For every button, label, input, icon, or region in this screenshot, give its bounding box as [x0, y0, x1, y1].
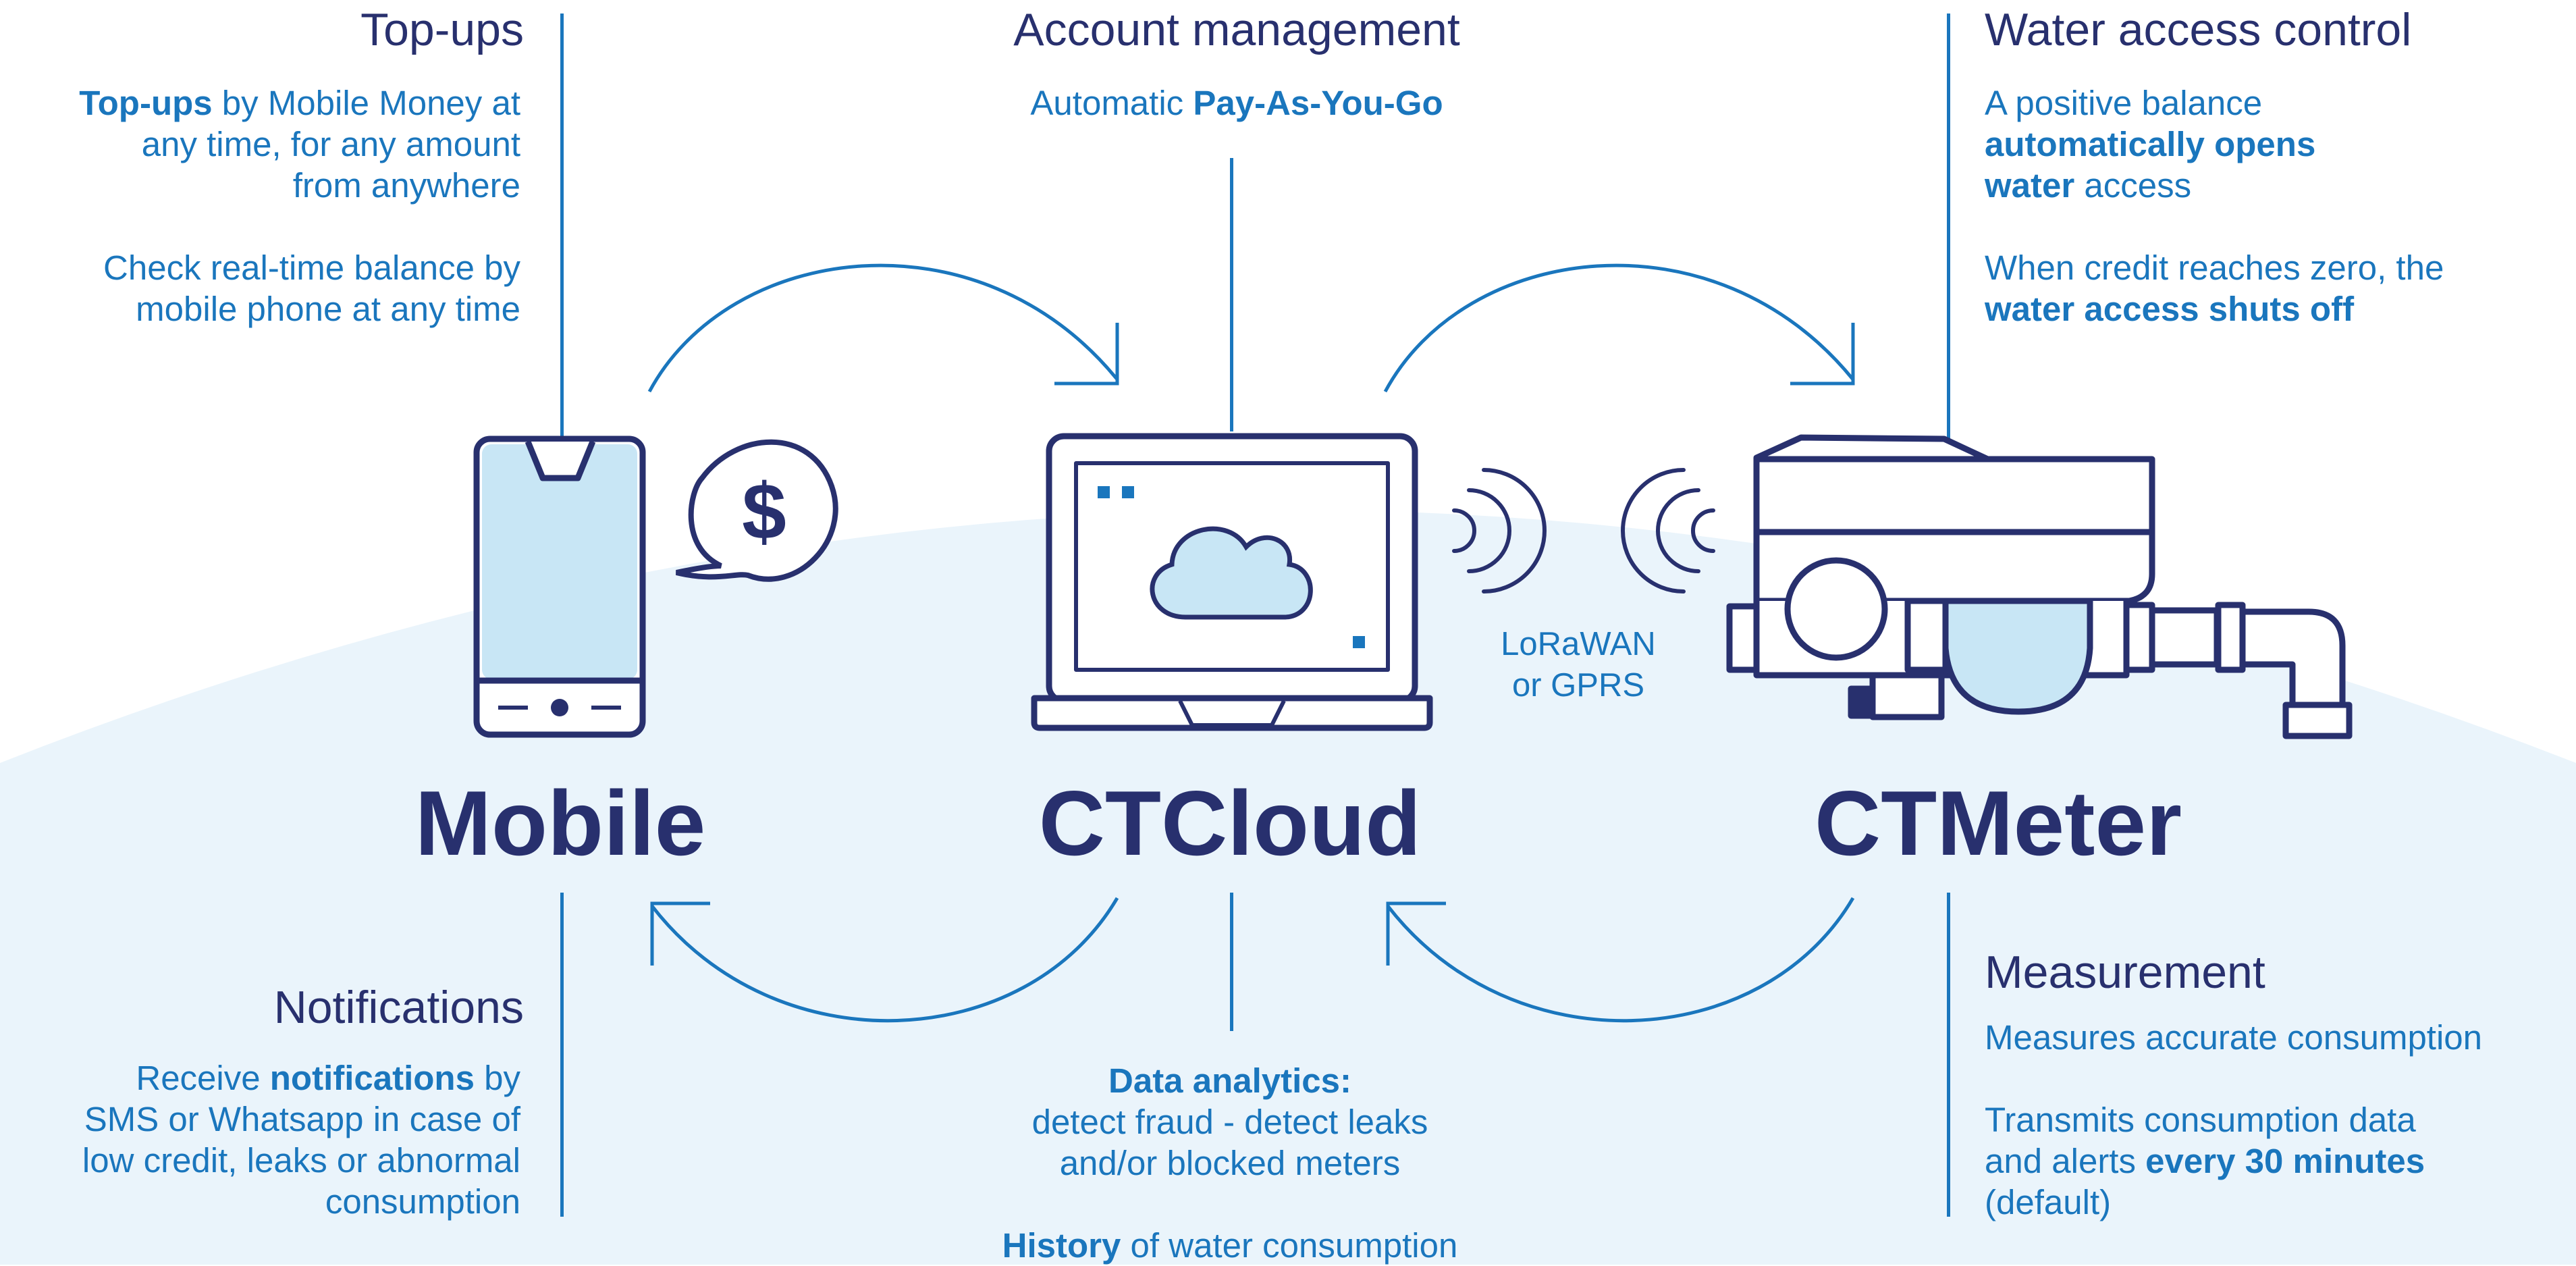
connector-line-measurement [1947, 893, 1950, 1217]
measurement-text-1: Measures accurate consumption [1985, 1018, 2483, 1057]
balance-text: Check real-time balance by mobile phone … [0, 247, 520, 329]
water-access-text-2: When credit reaches zero, the water acce… [1985, 247, 2565, 329]
payment-bubble-icon [676, 439, 838, 582]
cloud-icon [1150, 526, 1313, 620]
notifications-text: Receive notifications by SMS or Whatsapp… [0, 1057, 520, 1222]
measurement-p2-line-2: and alerts every 30 minutes [1985, 1142, 2425, 1180]
signal-waves-cloud-icon [1452, 468, 1547, 594]
measurement-p2-line-1: Transmits consumption data [1985, 1101, 2416, 1139]
connector-line-analytics [1230, 893, 1233, 1031]
arrow-cloud-to-mobile [650, 897, 1119, 1023]
measurement-text-2: Transmits consumption data and alerts ev… [1985, 1099, 2565, 1223]
arrow-meter-to-cloud [1386, 897, 1855, 1023]
arrow-cloud-to-meter [1383, 263, 1855, 393]
topups-heading: Top-ups [360, 4, 524, 55]
analytics-text: Data analytics: detect fraud - detect le… [960, 1060, 1500, 1184]
topups-bold: Top-ups [79, 84, 213, 122]
node-label-meter: CTMeter [1814, 772, 2182, 874]
history-rest: of water consumption [1121, 1226, 1458, 1265]
analytics-line-2: detect fraud - detect leaks [1031, 1103, 1428, 1141]
connector-line-account [1230, 158, 1233, 431]
analytics-line-1: Data analytics: [1108, 1061, 1351, 1100]
measurement-heading: Measurement [1985, 947, 2265, 998]
account-pre: Automatic [1030, 84, 1193, 122]
water-access-text-1: A positive balance automatically opens w… [1985, 82, 2558, 206]
node-label-mobile: Mobile [414, 772, 706, 874]
balance-line-1: Check real-time balance by [103, 248, 520, 287]
water-access-p2-line-1: When credit reaches zero, the [1985, 248, 2444, 287]
screen-dot [1122, 486, 1134, 498]
topups-text-1: Top-ups by Mobile Money at any time, for… [0, 82, 520, 206]
screen-dot [1098, 486, 1110, 498]
connector-line-notifications [560, 893, 564, 1217]
notifications-line-3: low credit, leaks or abnormal [82, 1141, 520, 1180]
notifications-line-4: consumption [325, 1182, 520, 1221]
notifications-bold: notifications [269, 1059, 475, 1097]
connection-label: LoRaWAN or GPRS [1443, 624, 1713, 706]
connection-line-1: LoRaWAN [1501, 626, 1656, 662]
topups-line-2: any time, for any amount [141, 125, 520, 163]
dollar-icon: $ [742, 467, 786, 556]
connector-line-topups [560, 14, 564, 442]
measurement-bold: every 30 minutes [2145, 1142, 2425, 1180]
screen-dot [1353, 636, 1365, 648]
account-heading: Account management [1013, 4, 1460, 55]
account-bold: Pay-As-You-Go [1193, 84, 1443, 122]
history-text: History of water consumption [960, 1225, 1500, 1266]
notifications-line-2: SMS or Whatsapp in case of [84, 1100, 520, 1138]
water-meter-icon [1726, 434, 2353, 739]
measurement-p2-line-3: (default) [1985, 1183, 2112, 1221]
connection-line-2: or GPRS [1511, 667, 1645, 704]
phone-icon [473, 436, 646, 738]
arrow-mobile-to-cloud [647, 263, 1119, 393]
water-access-p2-bold: water access shuts off [1985, 290, 2355, 328]
topups-line-1-rest: by Mobile Money at [212, 84, 520, 122]
connector-line-water-access [1947, 14, 1950, 442]
water-access-heading: Water access control [1985, 4, 2412, 55]
topups-line-1: Top-ups by Mobile Money at [0, 82, 520, 124]
account-text: Automatic Pay-As-You-Go [967, 82, 1507, 124]
signal-waves-meter-icon [1621, 468, 1715, 594]
water-access-line-3: water access [1985, 166, 2192, 205]
water-access-line-1: A positive balance [1985, 84, 2263, 122]
balance-line-2: mobile phone at any time [136, 290, 520, 328]
analytics-line-3: and/or blocked meters [1059, 1144, 1401, 1182]
node-label-cloud: CTCloud [1038, 772, 1422, 874]
history-bold: History [1002, 1226, 1121, 1265]
water-access-bold-1: automatically opens [1985, 125, 2316, 163]
topups-line-3: from anywhere [292, 166, 520, 205]
notifications-heading: Notifications [273, 982, 524, 1033]
notifications-line-1: Receive notifications by [136, 1059, 520, 1097]
